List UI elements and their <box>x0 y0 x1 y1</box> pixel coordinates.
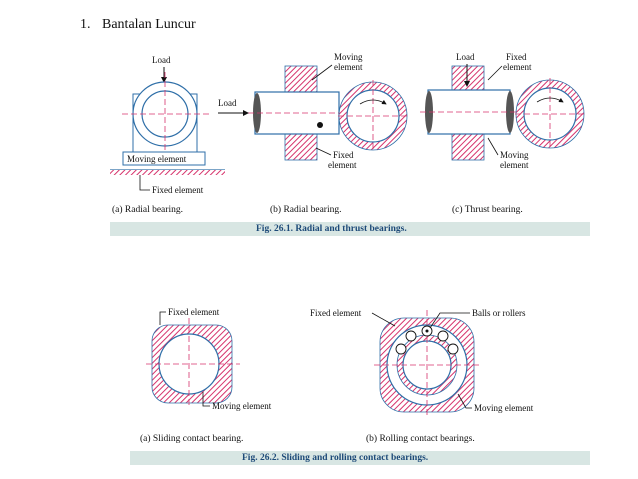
fig2b-fixed-element-label: Fixed element <box>310 308 362 318</box>
fig1b-caption: (b) Radial bearing. <box>270 204 342 215</box>
fig1-c-thrust-bearing: Load Fixed element Moving element (c) Th… <box>420 52 585 215</box>
fig1a-fixed-element-label: Fixed element <box>152 185 204 195</box>
fig2b-moving-element-label: Moving element <box>474 403 534 413</box>
fig2a-fixed-element-label: Fixed element <box>168 307 220 317</box>
fig1c-fixed-label-2: element <box>503 62 532 72</box>
fig1c-fixed-label-1: Fixed <box>506 52 527 62</box>
section-heading: 1. Bantalan Luncur <box>80 17 196 33</box>
fig1-caption: Fig. 26.1. Radial and thrust bearings. <box>256 224 407 234</box>
fig1c-caption: (c) Thrust bearing. <box>452 204 523 215</box>
fig1-caption-bar: Fig. 26.1. Radial and thrust bearings. <box>110 222 590 236</box>
fig2b-balls-label: Balls or rollers <box>472 308 526 318</box>
fig1b-load-label: Load <box>218 98 237 108</box>
fig2b-caption: (b) Rolling contact bearings. <box>366 433 475 444</box>
section-title: Bantalan Luncur <box>102 17 196 32</box>
fig1c-moving-label-1: Moving <box>500 150 529 160</box>
fig1c-moving-label-2: element <box>500 160 529 170</box>
fig2-b-rolling-contact-bearing: Fixed element Balls or rollers Moving el… <box>310 308 534 444</box>
fig2-caption: Fig. 26.2. Sliding and rolling contact b… <box>242 453 429 463</box>
fig2-a-sliding-contact-bearing: Fixed element Moving element (a) Sliding… <box>140 307 272 444</box>
fig1-a-radial-bearing: Load Moving element Fixed element (a) Ra… <box>110 55 225 215</box>
fig1b-fixed-label-2: element <box>328 160 357 170</box>
fig1c-load-label: Load <box>456 52 475 62</box>
fig1a-load-label: Load <box>152 55 171 65</box>
fig1a-caption: (a) Radial bearing. <box>112 204 183 215</box>
fig1b-fixed-label-1: Fixed <box>333 150 354 160</box>
fig2a-moving-element-label: Moving element <box>212 401 272 411</box>
section-number: 1. <box>80 17 91 32</box>
fig1b-moving-label-1: Moving <box>334 52 363 62</box>
fig1-b-radial-bearing: Load Moving element Fixed element (b) Ra… <box>218 52 408 215</box>
fig2-caption-bar: Fig. 26.2. Sliding and rolling contact b… <box>130 451 590 465</box>
fig2a-caption: (a) Sliding contact bearing. <box>140 433 243 444</box>
fig1a-moving-element-label: Moving element <box>127 154 187 164</box>
fig1b-moving-label-2: element <box>334 62 363 72</box>
